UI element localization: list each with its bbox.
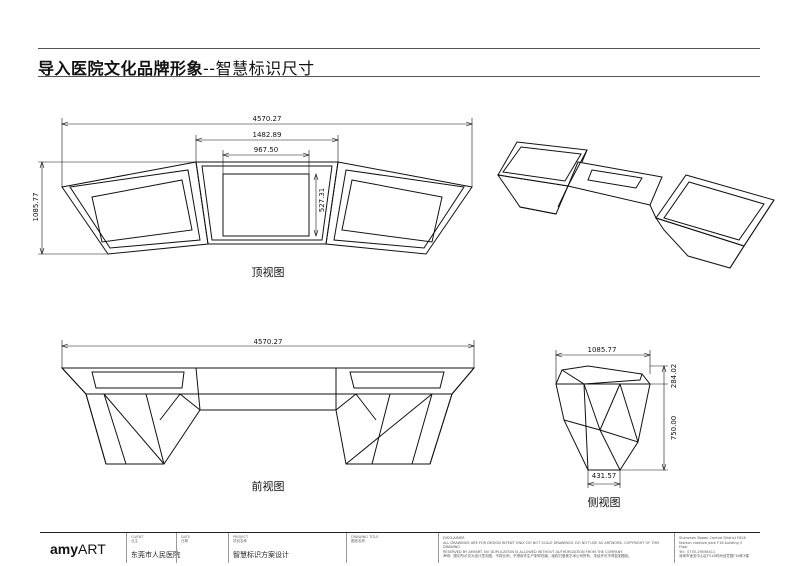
iso-left-pod-top xyxy=(497,141,588,187)
client-cell: CLIENT 业主 东莞市人民医院 xyxy=(126,533,180,563)
top-depth-label: 1085.77 xyxy=(32,192,40,222)
iso-right-pod-screen xyxy=(663,181,765,241)
client-value: 东莞市人民医院 xyxy=(131,551,180,559)
top-middle-screen xyxy=(222,173,310,237)
top-left-screen xyxy=(91,179,193,243)
drawing-title-header: DRAWING TITLE xyxy=(351,535,379,539)
brand-logo: amyART xyxy=(50,541,106,557)
address-text: Shenzhen Baoan Central District F618 fas… xyxy=(679,536,749,559)
address-cell: Shenzhen Baoan Central District F618 fas… xyxy=(674,533,761,563)
disclaimer-line: 声明：图中所示仅为设计意向图，不按比例，不得用作生产制作档案。版权归爱美艺术公司… xyxy=(443,554,632,558)
front-overall-width-label: 4570.27 xyxy=(253,338,283,346)
top-left-wing-inner xyxy=(69,169,201,249)
client-header: CLIENT xyxy=(131,535,144,539)
top-right-screen xyxy=(341,179,443,243)
side-outline xyxy=(555,365,651,471)
side-height-label: 750.00 xyxy=(670,415,678,441)
front-outline xyxy=(60,367,476,465)
iso-right-pod-top xyxy=(655,174,775,247)
drawing-title-header-cn: 图纸名称 xyxy=(351,539,365,543)
disclaimer-line: RESERVED BY AMYART. NO DUPLICATION IS AL… xyxy=(443,549,623,554)
disclaimer-cell: DISCLAIMER ALL DRAWINGS ARE FOR DESIGN I… xyxy=(438,533,675,563)
page-title: 导入医院文化品牌形象--智慧标识尺寸 xyxy=(38,55,315,79)
side-view-drawing xyxy=(555,365,651,471)
isometric-view-drawing xyxy=(496,141,775,269)
top-view-dimensions xyxy=(38,118,473,255)
title-block: amyART CLIENT 业主 东莞市人民医院 DATE 日期 PROJECT… xyxy=(40,532,760,563)
side-view-label: 侧视图 xyxy=(587,496,621,509)
project-value: 智慧标识方案设计 xyxy=(233,551,289,559)
top-screen-width-label: 967.50 xyxy=(253,146,279,154)
address-line: fashion creative park F16 building 3 Flo… xyxy=(679,540,743,550)
iso-middle-top xyxy=(567,161,663,206)
top-right-wing-outline xyxy=(325,161,473,255)
disclaimer-header: DISCLAIMER xyxy=(443,536,465,540)
front-view-dimensions xyxy=(61,340,475,368)
address-line: 深圳市宝安中心区F518时尚创意园F16栋3楼 xyxy=(679,554,749,558)
front-view-label: 前视图 xyxy=(251,480,285,493)
top-screen-height-label: 527.31 xyxy=(318,187,326,213)
address-line: Tel：0755-29556411 xyxy=(679,549,716,554)
project-header: PROJECT xyxy=(233,535,249,539)
iso-left-pod-body xyxy=(496,174,569,215)
header-rule xyxy=(38,48,760,49)
side-top-height-label: 284.02 xyxy=(670,363,678,389)
iso-right-pod-body xyxy=(654,217,745,269)
side-view-dimensions xyxy=(555,350,668,488)
project-header-cn: 项目名称 xyxy=(233,539,247,543)
title-underline xyxy=(38,76,760,77)
iso-middle-screen xyxy=(587,169,643,189)
top-view-label: 顶视图 xyxy=(251,266,285,279)
top-view-drawing xyxy=(61,161,473,255)
front-right-screen xyxy=(349,371,445,389)
top-middle-width-label: 1482.89 xyxy=(252,131,282,139)
side-base-width-label: 431.57 xyxy=(591,472,617,480)
date-header-cn: 日期 xyxy=(181,539,188,543)
project-cell: PROJECT 项目名称 智慧标识方案设计 xyxy=(228,533,347,563)
brand-suffix: ART xyxy=(78,541,106,557)
top-overall-width-label: 4570.27 xyxy=(252,115,282,123)
top-middle-inner xyxy=(201,165,333,241)
client-header-cn: 业主 xyxy=(131,539,138,543)
top-right-wing-inner xyxy=(333,169,465,249)
disclaimer-text: DISCLAIMER ALL DRAWINGS ARE FOR DESIGN I… xyxy=(443,536,663,559)
front-view-drawing xyxy=(60,367,476,465)
iso-left-pod-screen xyxy=(502,146,582,182)
date-cell: DATE 日期 xyxy=(176,533,229,563)
drawing-title-cell: DRAWING TITLE 图纸名称 xyxy=(346,533,439,563)
front-left-screen xyxy=(91,371,185,389)
side-width-label: 1085.77 xyxy=(587,346,617,354)
brand-prefix: amy xyxy=(50,541,79,557)
date-header: DATE xyxy=(181,535,191,539)
address-line: Shenzhen Baoan Central District F618 xyxy=(679,536,746,540)
title-sub: --智慧标识尺寸 xyxy=(203,59,315,78)
title-main: 导入医院文化品牌形象 xyxy=(38,59,204,78)
disclaimer-line: ALL DRAWINGS ARE FOR DESIGN INTENT ONLY.… xyxy=(443,540,660,550)
